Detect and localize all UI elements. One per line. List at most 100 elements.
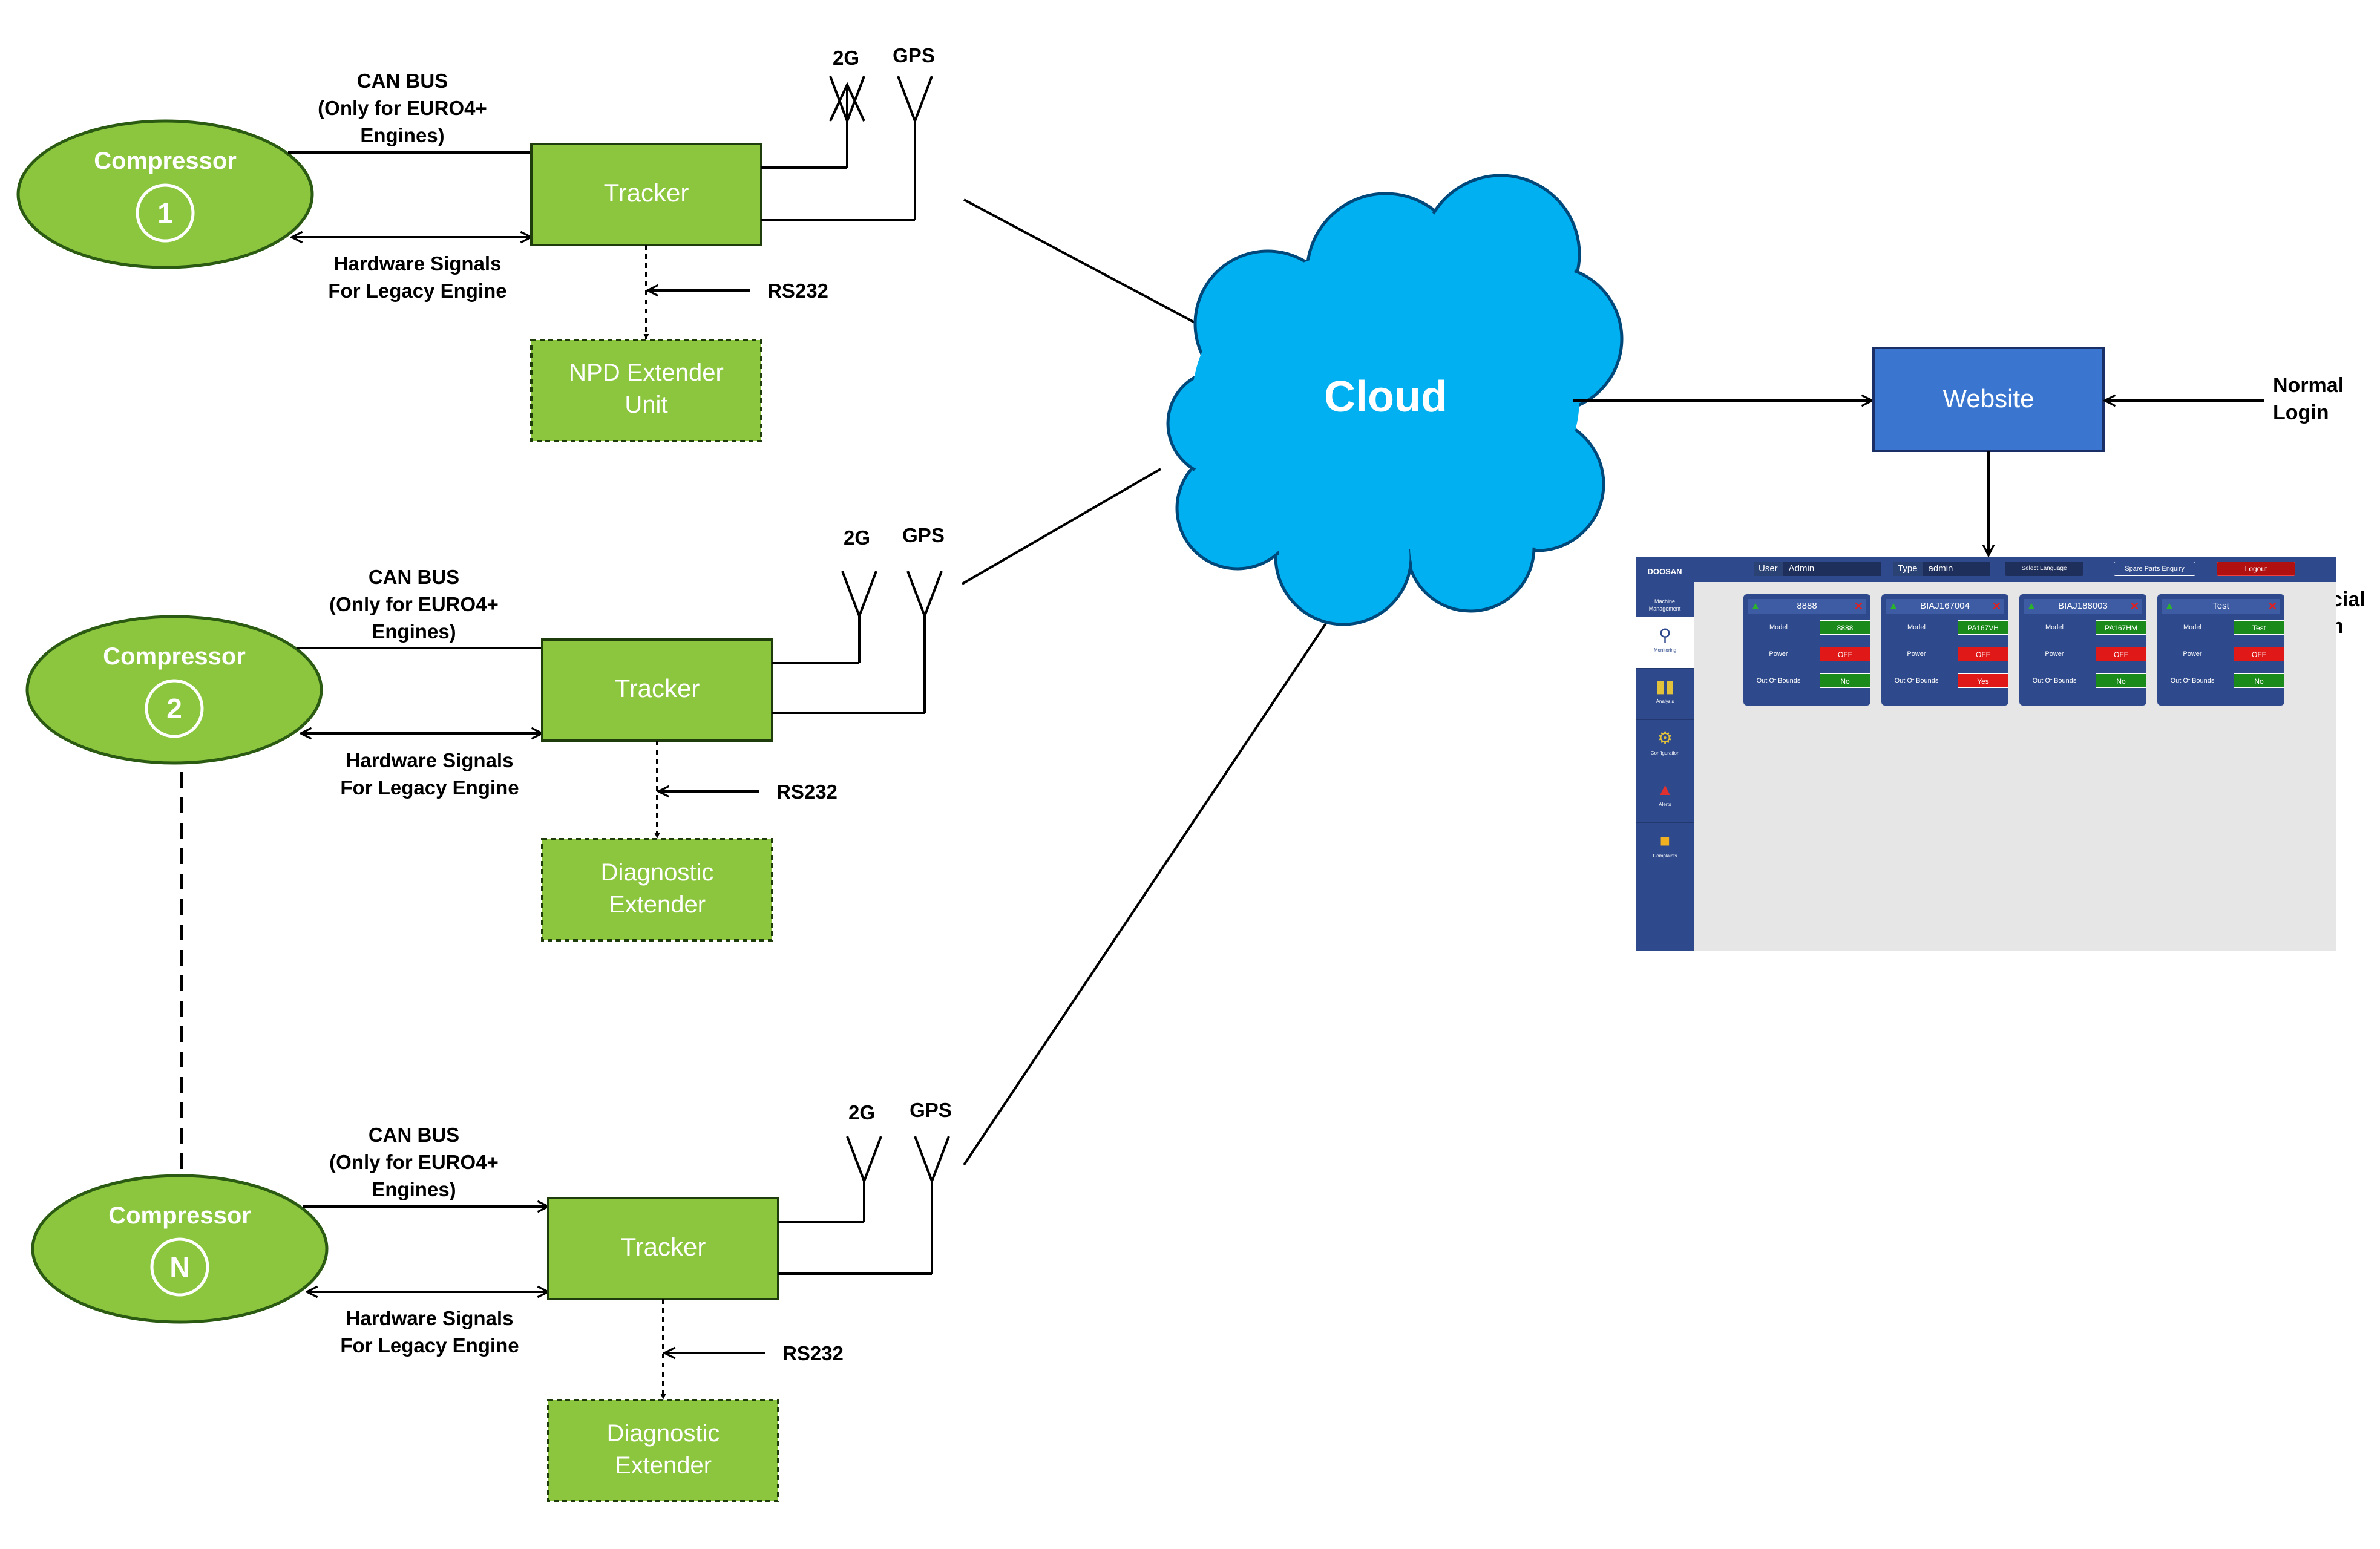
close-icon[interactable]: ✕ bbox=[1854, 600, 1863, 612]
extender-n-line1: Diagnostic bbox=[607, 1420, 720, 1447]
antenna-2g-1 bbox=[829, 82, 865, 122]
hw-label-n: Hardware Signals bbox=[346, 1307, 514, 1329]
user-value: Admin bbox=[1788, 563, 1815, 574]
app-sidebar: DOOSAN Machine Management ⚲ Monitoring ▮… bbox=[1636, 557, 1694, 951]
compressor-2-number: 2 bbox=[166, 693, 182, 724]
model-label: Model bbox=[2183, 624, 2201, 631]
user-field: User Admin bbox=[1754, 562, 1881, 576]
tracker-2: Tracker bbox=[541, 638, 773, 742]
nav-alerts-label: Alerts bbox=[1659, 802, 1671, 807]
language-select[interactable]: Select Language bbox=[2005, 562, 2083, 576]
type-value: admin bbox=[1928, 563, 1953, 574]
label-2g-n: 2G bbox=[848, 1101, 875, 1124]
close-icon[interactable]: ✕ bbox=[2129, 600, 2139, 612]
gear-icon: ⚙ bbox=[1657, 729, 1673, 747]
model-value: Test bbox=[2234, 620, 2284, 635]
power-label: Power bbox=[1769, 650, 1788, 658]
nav-monitoring-label: Monitoring bbox=[1653, 647, 1677, 653]
tracker-1: Tracker bbox=[530, 143, 762, 246]
compressor-2: Compressor 2 bbox=[25, 615, 323, 765]
nav-configuration-label: Configuration bbox=[1650, 750, 1680, 756]
nav-complaints-label: Complaints bbox=[1653, 853, 1677, 859]
nav-configuration[interactable]: ⚙ Configuration bbox=[1636, 720, 1694, 771]
card-title: BIAJ188003 bbox=[2024, 599, 2142, 614]
oob-label: Out Of Bounds bbox=[2170, 677, 2215, 684]
rs232-label-n: RS232 bbox=[782, 1342, 844, 1364]
extender-n-line2: Extender bbox=[615, 1452, 712, 1479]
website-box: Website bbox=[1872, 347, 2105, 452]
link-groupn-cloud bbox=[963, 616, 1331, 1166]
link-group1-cloud bbox=[963, 198, 1198, 325]
normal-login-line1: Normal bbox=[2273, 374, 2344, 397]
can-bus-label-2: CAN BUS bbox=[369, 566, 459, 588]
normal-login-line2: Login bbox=[2273, 401, 2329, 424]
tracker-n: Tracker bbox=[547, 1197, 779, 1300]
hw-label-1b: For Legacy Engine bbox=[328, 280, 506, 302]
can-bus-label-1b: (Only for EURO4+ bbox=[318, 97, 487, 119]
label-gps-2: GPS bbox=[902, 524, 945, 546]
compressor-1: Compressor 1 bbox=[16, 119, 314, 269]
compressor-2-label: Compressor bbox=[103, 643, 246, 670]
nav-alerts[interactable]: ▲ Alerts bbox=[1636, 771, 1694, 823]
cloud: Cloud bbox=[1166, 174, 1624, 626]
antenna-2g-2 bbox=[841, 571, 861, 617]
card-title: 8888 bbox=[1748, 599, 1866, 614]
model-value: 8888 bbox=[1820, 620, 1870, 635]
model-label: Model bbox=[2045, 624, 2064, 631]
power-label: Power bbox=[2045, 650, 2064, 658]
compressor-n-label: Compressor bbox=[108, 1202, 251, 1229]
diagnostic-extender-n: Diagnostic Extender bbox=[547, 1399, 779, 1502]
can-bus-label-1: CAN BUS bbox=[357, 70, 448, 92]
power-value: OFF bbox=[2234, 647, 2284, 661]
compressor-1-number: 1 bbox=[157, 197, 173, 229]
antenna-gps-n bbox=[914, 1136, 933, 1182]
hw-label-nb: For Legacy Engine bbox=[340, 1334, 519, 1357]
oob-label: Out Of Bounds bbox=[2032, 677, 2077, 684]
website-screenshot: DOOSAN Machine Management ⚲ Monitoring ▮… bbox=[1636, 557, 2336, 951]
app-logo: DOOSAN bbox=[1647, 567, 1682, 576]
chart-icon: ▮▮ bbox=[1656, 677, 1674, 696]
power-label: Power bbox=[1907, 650, 1926, 658]
cut-text-line1: cial bbox=[2331, 588, 2365, 611]
warning-icon: ▲ bbox=[2027, 601, 2036, 611]
model-value: PA167HM bbox=[2096, 620, 2146, 635]
spare-parts-button[interactable]: Spare Parts Enquiry bbox=[2114, 562, 2195, 576]
oob-value: No bbox=[2234, 673, 2284, 688]
extender-2-line1: Diagnostic bbox=[601, 859, 714, 886]
label-2g-2: 2G bbox=[844, 526, 870, 549]
close-icon[interactable]: ✕ bbox=[2267, 600, 2277, 612]
user-key: User bbox=[1754, 562, 1783, 576]
nav-analysis-label: Analysis bbox=[1656, 699, 1674, 704]
cloud-label: Cloud bbox=[1324, 373, 1447, 421]
oob-label: Out Of Bounds bbox=[1894, 677, 1939, 684]
can-bus-label-2c: Engines) bbox=[372, 620, 456, 643]
rs232-label-1: RS232 bbox=[767, 280, 828, 302]
label-gps-n: GPS bbox=[910, 1099, 952, 1121]
card-title: Test bbox=[2162, 599, 2280, 614]
oob-value: Yes bbox=[1958, 673, 2008, 688]
rs232-label-2: RS232 bbox=[776, 781, 838, 803]
warning-icon: ▲ bbox=[2165, 601, 2174, 611]
warning-icon: ▲ bbox=[1751, 601, 1760, 611]
card-title: BIAJ167004 bbox=[1886, 599, 2004, 614]
oob-label: Out Of Bounds bbox=[1756, 677, 1801, 684]
extender-2-line2: Extender bbox=[609, 891, 706, 918]
compressor-n: Compressor N bbox=[31, 1174, 329, 1324]
tracker-2-label: Tracker bbox=[615, 674, 700, 702]
can-bus-label-n: CAN BUS bbox=[369, 1124, 459, 1146]
close-icon[interactable]: ✕ bbox=[1992, 600, 2001, 612]
extender-1-line2: Unit bbox=[625, 391, 667, 418]
type-key: Type bbox=[1893, 562, 1923, 576]
nav-complaints[interactable]: ■ Complaints bbox=[1636, 823, 1694, 874]
model-value: PA167VH bbox=[1958, 620, 2008, 635]
nav-analysis[interactable]: ▮▮ Analysis bbox=[1636, 669, 1694, 720]
antenna-gps-2 bbox=[906, 571, 926, 617]
nav-monitoring[interactable]: ⚲ Monitoring bbox=[1636, 617, 1694, 669]
logout-button[interactable]: Logout bbox=[2217, 562, 2295, 576]
model-label: Model bbox=[1907, 624, 1926, 631]
